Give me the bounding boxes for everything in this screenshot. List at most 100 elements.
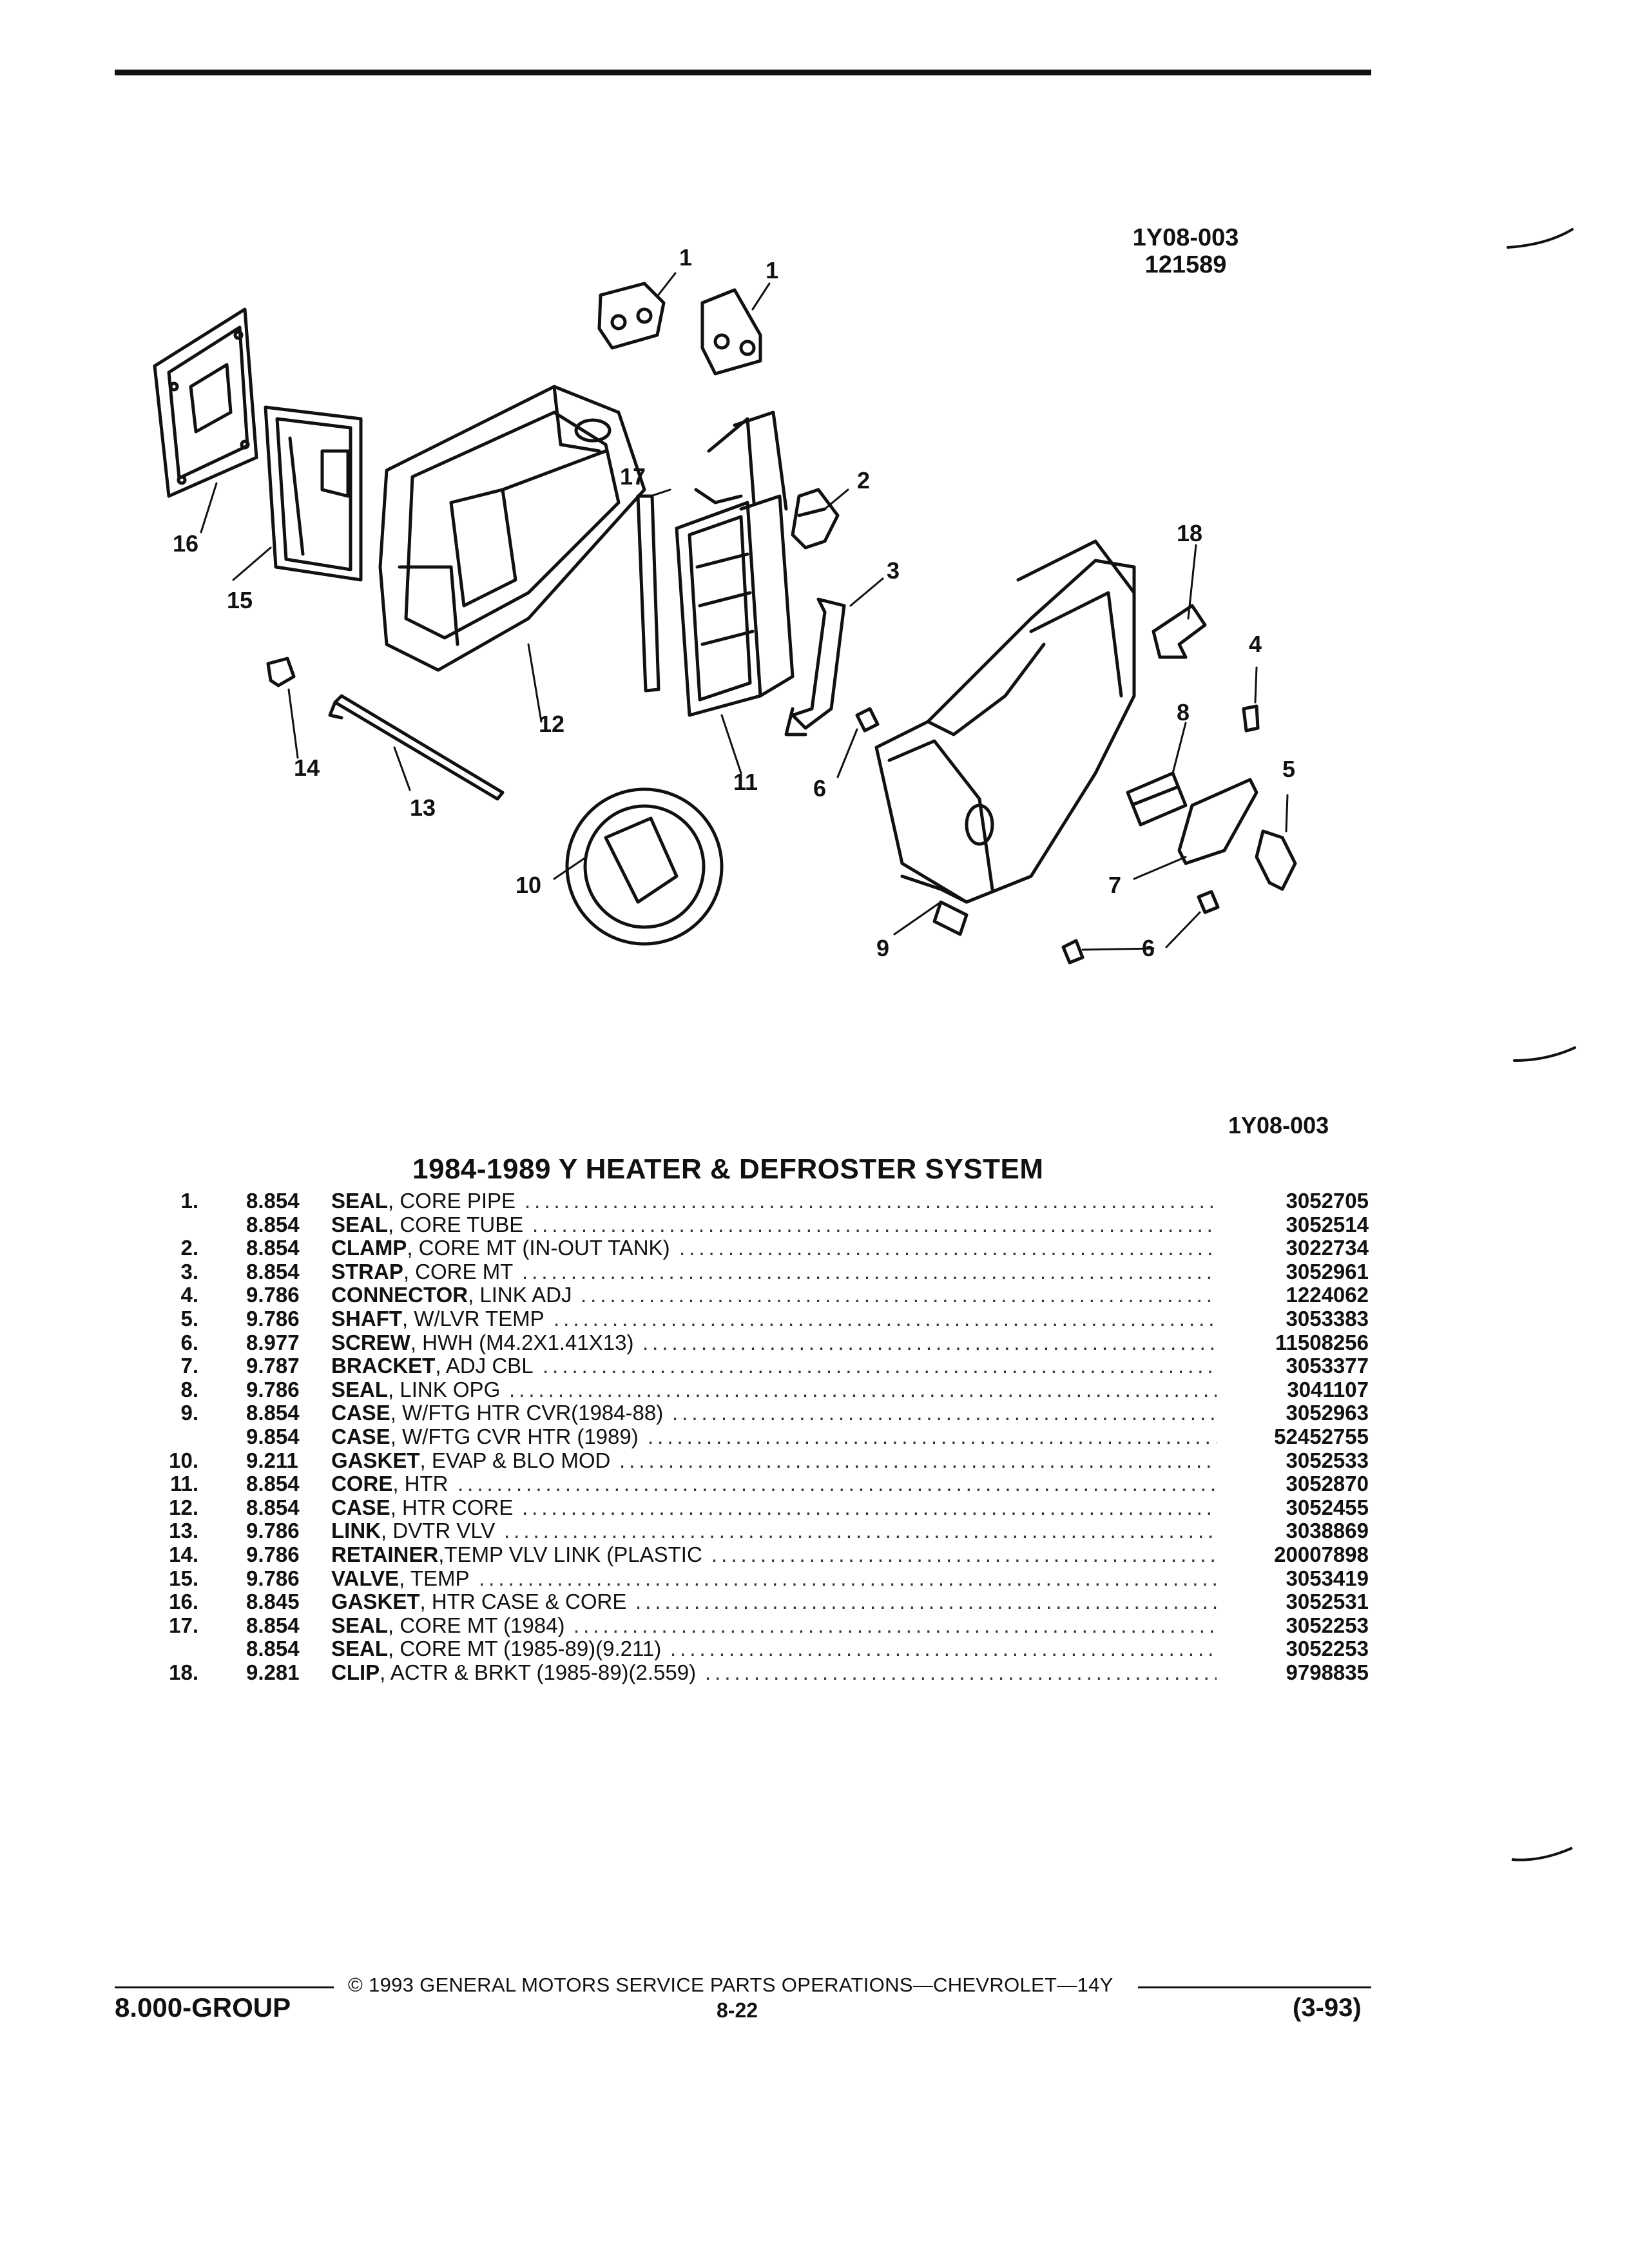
part-number: 3052705 [1286,1189,1369,1213]
group-number: 8.845 [246,1590,300,1614]
part-detail: , EVAP & BLO MOD [419,1448,611,1472]
part-number: 9798835 [1286,1660,1369,1684]
part-detail: , ADJ CBL [435,1354,534,1378]
item-number: 13. [169,1519,198,1543]
item-number: 16. [169,1590,198,1614]
part-name: VALVE [331,1566,400,1590]
part-number: 3052963 [1286,1401,1369,1425]
part-detail: , HTR CASE & CORE [419,1590,627,1614]
group-number: 9.786 [246,1519,300,1543]
part-name: CLAMP [331,1236,407,1260]
part-detail: , CORE PIPE [388,1189,516,1213]
top-rule [115,70,1371,75]
dot-leader: ........................................… [509,1378,1217,1401]
part-description: VALVE, TEMP [331,1566,470,1590]
dot-leader: ........................................… [581,1283,1217,1307]
part-description: GASKET, HTR CASE & CORE [331,1590,626,1613]
part-name: STRAP [331,1259,403,1283]
part-detail: , ACTR & BRKT (1985-89)(2.559) [380,1660,697,1684]
item-number: 5. [180,1307,198,1331]
part-17-seal [636,494,660,693]
part-2-clamp [791,488,840,550]
part-8-seal [1126,771,1188,827]
part-detail: ,TEMP VLV LINK (PLASTIC [438,1542,702,1566]
part-12-heater-core-case [378,385,646,672]
item-number: 7. [180,1354,198,1378]
part-name: BRACKET [331,1354,436,1378]
callout-9: 9 [876,935,889,961]
callout-2: 2 [857,467,870,494]
part-name: CORE [331,1472,393,1496]
part-name: CASE [331,1401,390,1425]
part-number: 3052253 [1286,1613,1369,1637]
dot-leader: ........................................… [522,1495,1217,1519]
dot-leader: ........................................… [532,1213,1217,1236]
part-name: SEAL [331,1637,389,1661]
part-18-clip [1152,604,1207,659]
footer-rule-right [1138,1986,1371,1988]
page-number: 8-22 [717,1999,758,2022]
part-name: SHAFT [331,1307,402,1331]
part-description: STRAP, CORE MT [331,1260,513,1283]
part-number: 3052870 [1286,1472,1369,1496]
group-number: 9.787 [246,1354,300,1378]
dot-leader: ........................................… [648,1425,1217,1448]
callout-14: 14 [294,754,320,781]
diagram-id: 1Y08-003 121589 [1095,224,1276,278]
group-number: 8.977 [246,1330,300,1354]
part-number: 3053377 [1286,1354,1369,1378]
part-detail: , CORE TUBE [388,1212,524,1236]
callout-1a: 1 [679,244,692,271]
dot-leader: ........................................… [711,1543,1217,1566]
part-number: 3052455 [1286,1495,1369,1519]
part-10-gasket [565,787,724,946]
part-description: SEAL, LINK OPG [331,1378,500,1401]
part-description: CASE, W/FTG CVR HTR (1989) [331,1425,639,1448]
section-title: 1984-1989 Y HEATER & DEFROSTER SYSTEM [412,1153,1044,1185]
dot-leader: ........................................… [642,1331,1217,1354]
part-number: 11508256 [1275,1330,1369,1354]
part-description: CASE, HTR CORE [331,1495,514,1519]
part-14-retainer [266,657,296,687]
part-description: SEAL, CORE MT (1985-89)(9.211) [331,1637,661,1660]
part-number: 52452755 [1274,1425,1369,1448]
item-number: 2. [180,1236,198,1260]
group-number: 8.854 [246,1236,300,1260]
callout-16: 16 [173,530,198,557]
part-description: SEAL, CORE MT (1984) [331,1613,564,1637]
callout-labels: 1 1 2 3 4 5 6 6 7 8 9 10 11 12 13 14 15 … [173,244,1295,961]
group-number: 8.854 [246,1613,300,1637]
item-number: 17. [169,1613,198,1637]
callout-10: 10 [516,872,541,898]
part-name: CASE [331,1495,390,1519]
group-number: 9.786 [246,1283,300,1307]
callout-11: 11 [733,769,758,795]
part-detail: , CORE MT (IN-OUT TANK) [407,1236,670,1260]
part-description: SEAL, CORE PIPE [331,1189,516,1213]
part-13-link [328,694,505,801]
part-name: SCREW [331,1330,410,1354]
dot-leader: ........................................… [670,1637,1217,1661]
part-16-gasket [153,307,258,498]
diagram-id-code: 1Y08-003 [1132,224,1239,251]
part-detail: , HTR CORE [390,1495,514,1519]
group-number: 9.786 [246,1542,300,1566]
callout-4: 4 [1249,631,1262,657]
callout-12: 12 [539,711,564,737]
part-description: RETAINER,TEMP VLV LINK (PLASTIC [331,1543,702,1566]
part-5-shaft [1255,829,1297,891]
group-number: 8.854 [246,1495,300,1519]
part-detail: , LINK ADJ [468,1283,572,1307]
part-6-screws [855,707,1220,965]
dot-leader: ........................................… [504,1519,1217,1543]
dot-leader: ........................................… [525,1189,1217,1213]
item-number: 15. [169,1566,198,1590]
